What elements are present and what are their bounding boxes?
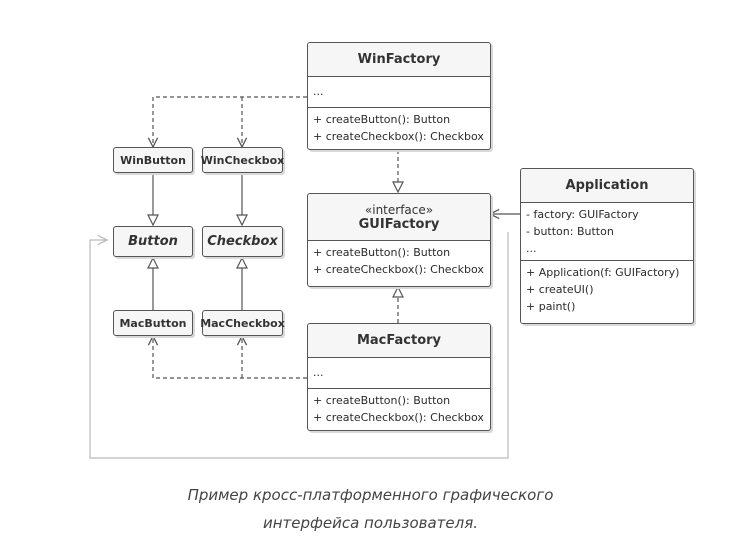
button-abstract-class: Button	[113, 226, 193, 257]
win-factory-fields: ...	[308, 77, 490, 108]
gui-factory-title: GUIFactory	[358, 216, 440, 232]
gui-factory-methods: + createButton(): Button + createCheckbo…	[308, 241, 490, 281]
application-field: - button: Button	[526, 225, 614, 238]
application-method: + paint()	[526, 300, 576, 313]
application-field: ...	[526, 242, 537, 255]
application-header: Application	[521, 169, 693, 203]
mac-factory-class: MacFactory ... + createButton(): Button …	[307, 323, 491, 431]
gui-factory-method: + createButton(): Button	[313, 246, 451, 259]
win-button-class: WinButton	[113, 147, 193, 173]
mac-factory-title: MacFactory	[356, 333, 442, 348]
application-method: + Application(f: GUIFactory)	[526, 266, 680, 279]
win-factory-methods: + createButton(): Button + createCheckbo…	[308, 108, 490, 148]
mac-factory-method: + createCheckbox(): Checkbox	[313, 411, 484, 424]
checkbox-abstract-class: Checkbox	[202, 226, 283, 257]
win-factory-method: + createButton(): Button	[313, 113, 451, 126]
mac-checkbox-class: MacCheckbox	[200, 310, 285, 336]
mac-factory-fields: ...	[308, 358, 490, 389]
connector-layer	[89, 96, 520, 459]
gui-factory-interface: «interface» GUIFactory + createButton():…	[307, 193, 491, 287]
diagram-caption-line-1: Пример кросс-платформенного графического	[187, 486, 554, 504]
win-factory-title: WinFactory	[357, 52, 441, 67]
application-field: - factory: GUIFactory	[526, 208, 639, 221]
win-factory-class: WinFactory ... + createButton(): Button …	[307, 42, 491, 150]
application-class: Application - factory: GUIFactory - butt…	[520, 168, 694, 324]
win-factory-method: + createCheckbox(): Checkbox	[313, 130, 484, 143]
mac-factory-header: MacFactory	[308, 324, 490, 358]
win-checkbox-class: WinCheckbox	[201, 147, 284, 173]
gui-factory-stereotype: «interface»	[364, 202, 434, 217]
mac-factory-method: + createButton(): Button	[313, 394, 451, 407]
mac-factory-methods: + createButton(): Button + createCheckbo…	[308, 389, 490, 429]
mac-factory-field: ...	[313, 366, 324, 379]
gui-factory-header: «interface» GUIFactory	[308, 194, 490, 241]
application-methods: + Application(f: GUIFactory) + createUI(…	[521, 261, 693, 318]
application-fields: - factory: GUIFactory - button: Button .…	[521, 203, 693, 261]
application-uses-button-arrow	[89, 232, 509, 459]
win-factory-header: WinFactory	[308, 43, 490, 77]
mac-button-class: MacButton	[113, 310, 193, 336]
application-title: Application	[565, 178, 649, 193]
diagram-caption-line-2: интерфейса пользователя.	[263, 514, 478, 532]
application-method: + createUI()	[526, 283, 594, 296]
gui-factory-method: + createCheckbox(): Checkbox	[313, 263, 484, 276]
win-factory-field: ...	[313, 85, 324, 98]
